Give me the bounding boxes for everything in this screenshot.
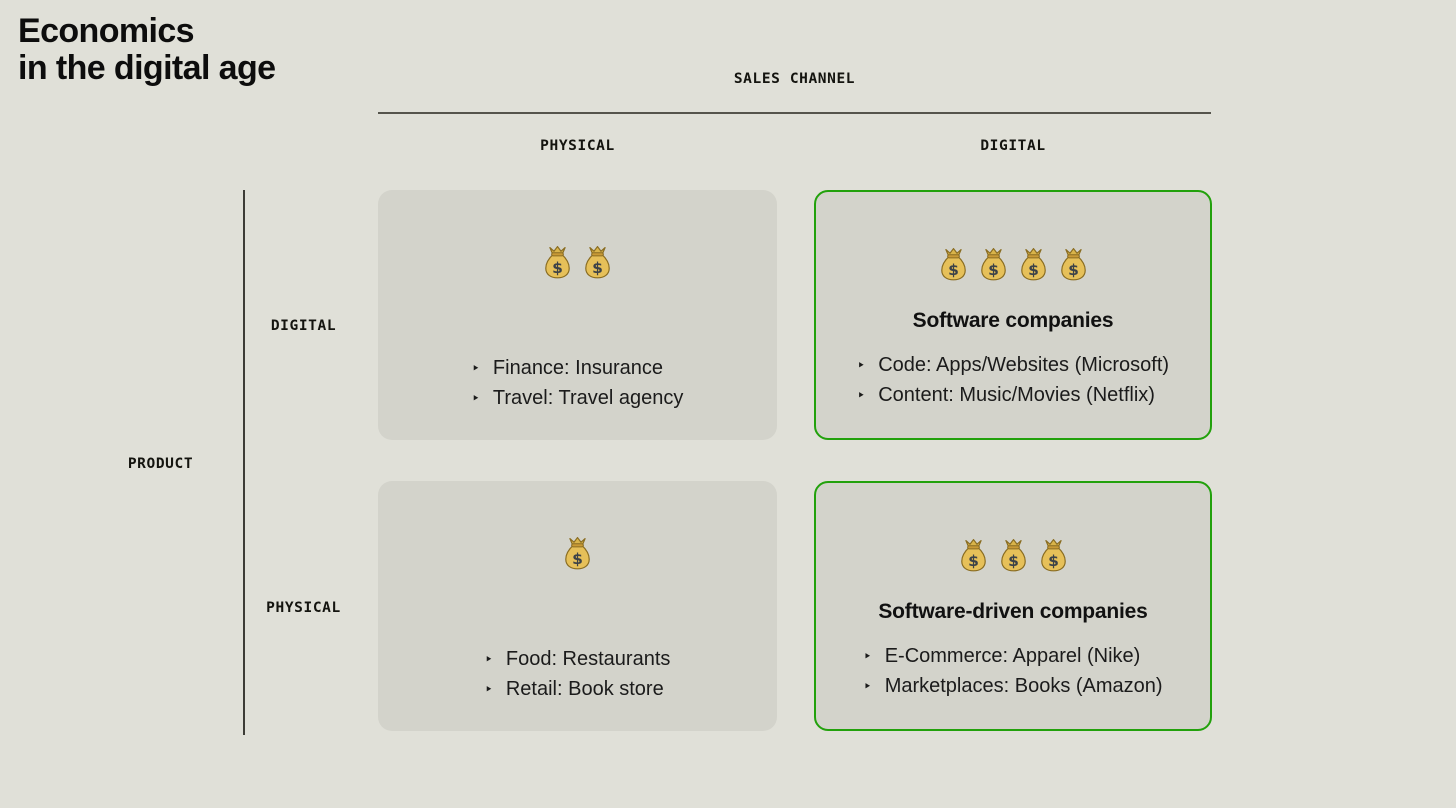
- money-bags-row: [938, 244, 1089, 285]
- money-bag-icon: [958, 535, 989, 576]
- money-bag-icon: [978, 244, 1009, 285]
- list-item: ‣ Code: Apps/Websites (Microsoft): [857, 350, 1169, 380]
- triangle-bullet-icon: ‣: [863, 679, 872, 695]
- money-bag-icon: [938, 244, 969, 285]
- triangle-bullet-icon: ‣: [863, 649, 872, 665]
- money-bags-row: [958, 535, 1069, 576]
- sales-channel-axis-label: SALES CHANNEL: [733, 71, 856, 87]
- list-item: ‣ Retail: Book store: [485, 674, 671, 704]
- page-title-line1: Economics: [18, 12, 195, 50]
- list-item: ‣ E-Commerce: Apparel (Nike): [863, 641, 1162, 671]
- card-list: ‣ Finance: Insurance ‣ Travel: Travel agenc…: [472, 353, 684, 413]
- list-item: ‣ Food: Restaurants: [485, 644, 671, 674]
- column-label-digital: DIGITAL: [980, 138, 1046, 154]
- money-bag-icon: [1018, 244, 1049, 285]
- list-item-text: Travel: Travel agency: [492, 387, 684, 409]
- list-item-text: Food: Restaurants: [505, 648, 671, 670]
- money-bag-icon: [1038, 535, 1069, 576]
- triangle-bullet-icon: ‣: [484, 682, 493, 698]
- card-list: ‣ Code: Apps/Websites (Microsoft) ‣ Content…: [857, 350, 1169, 410]
- list-item: ‣ Finance: Insurance: [472, 353, 684, 383]
- list-item-text: Marketplaces: Books (Amazon): [884, 675, 1163, 697]
- list-item: ‣ Marketplaces: Books (Amazon): [863, 671, 1162, 701]
- card-digital-product-digital-channel: Software companies ‣ Code: Apps/Websites …: [814, 190, 1212, 440]
- row-label-digital: DIGITAL: [270, 318, 337, 334]
- triangle-bullet-icon: ‣: [471, 391, 480, 407]
- card-list: ‣ E-Commerce: Apparel (Nike) ‣ Marketplaces…: [863, 641, 1162, 701]
- money-bag-icon: [562, 533, 593, 574]
- card-physical-product-physical-channel: ‣ Food: Restaurants ‣ Retail: Book store: [378, 481, 777, 731]
- column-label-physical: PHYSICAL: [540, 138, 615, 154]
- page-title-line2: in the digital age: [18, 49, 276, 87]
- product-axis-line: [243, 190, 245, 735]
- list-item-text: E-Commerce: Apparel (Nike): [884, 645, 1141, 667]
- list-item-text: Code: Apps/Websites (Microsoft): [878, 354, 1170, 376]
- card-title: Software companies: [912, 309, 1114, 332]
- money-bag-icon: [582, 242, 613, 283]
- money-bags-row: [542, 242, 613, 283]
- money-bag-icon: [1058, 244, 1089, 285]
- card-physical-product-digital-channel: Software-driven companies ‣ E-Commerce: A…: [814, 481, 1212, 731]
- triangle-bullet-icon: ‣: [484, 652, 493, 668]
- row-label-physical: PHYSICAL: [266, 600, 341, 616]
- list-item-text: Finance: Insurance: [492, 357, 664, 379]
- product-axis-label: PRODUCT: [127, 456, 194, 472]
- page-title: Economics in the digital age: [18, 12, 276, 87]
- triangle-bullet-icon: ‣: [856, 388, 866, 404]
- list-item-text: Retail: Book store: [505, 678, 664, 700]
- money-bags-row: [562, 533, 593, 574]
- card-digital-product-physical-channel: ‣ Finance: Insurance ‣ Travel: Travel agenc…: [378, 190, 777, 440]
- card-title: Software-driven companies: [878, 600, 1148, 623]
- money-bag-icon: [998, 535, 1029, 576]
- list-item-text: Content: Music/Movies (Netflix): [878, 384, 1155, 406]
- sales-channel-axis-line: [378, 112, 1211, 114]
- list-item: ‣ Travel: Travel agency: [472, 383, 684, 413]
- triangle-bullet-icon: ‣: [856, 358, 866, 374]
- money-bag-icon: [542, 242, 573, 283]
- list-item: ‣ Content: Music/Movies (Netflix): [857, 380, 1169, 410]
- card-list: ‣ Food: Restaurants ‣ Retail: Book store: [485, 644, 671, 704]
- triangle-bullet-icon: ‣: [471, 361, 480, 377]
